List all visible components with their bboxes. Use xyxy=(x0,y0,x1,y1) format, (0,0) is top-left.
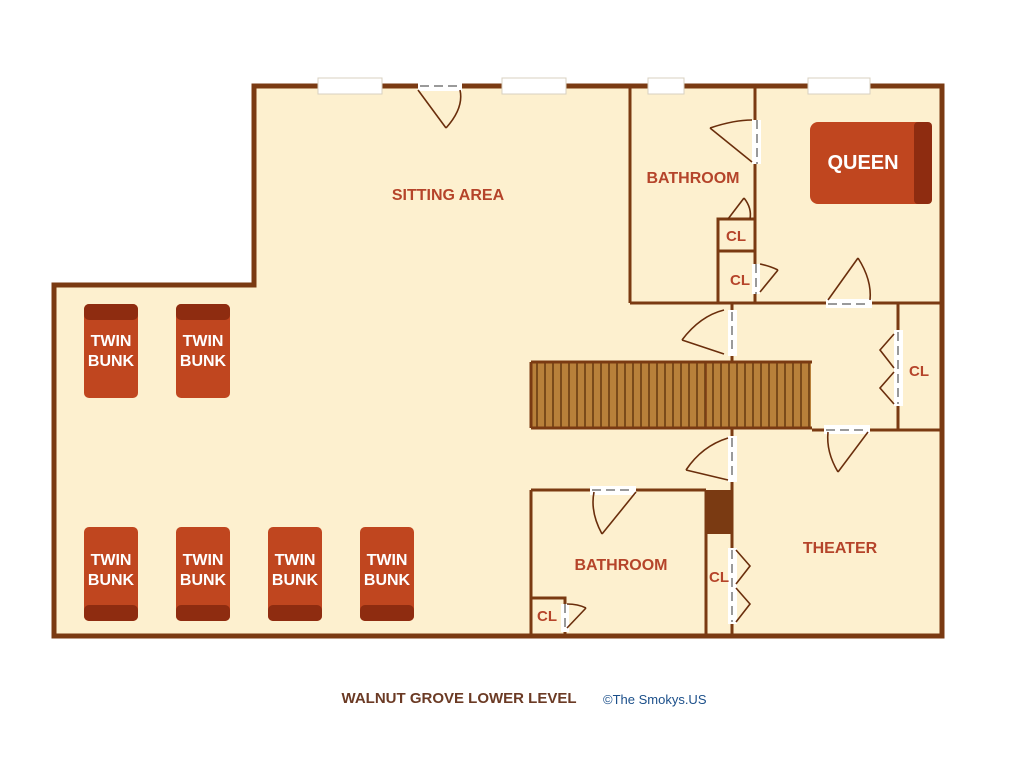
door-right-closet xyxy=(878,330,903,406)
bunk-label-line2: BUNK xyxy=(180,572,227,589)
door-lower-bath-closet xyxy=(561,603,587,632)
closet-label: CL xyxy=(909,363,929,380)
staircase xyxy=(529,360,812,430)
door-hall-upper xyxy=(681,309,737,356)
outer-wall xyxy=(51,83,945,639)
door-queen-closet xyxy=(752,263,779,294)
window xyxy=(317,77,383,95)
twin-bunk-1: TWIN BUNK xyxy=(84,304,138,398)
closet-label: CL xyxy=(726,228,746,245)
bunk-label-line1: TWIN xyxy=(275,552,316,569)
bunk-label-line2: BUNK xyxy=(88,572,135,589)
chimney-block xyxy=(706,490,732,534)
room-label-upper-bathroom: BATHROOM xyxy=(646,170,739,187)
door-lower-bath xyxy=(590,486,637,535)
closet-label: CL xyxy=(730,272,750,289)
door-theater xyxy=(824,425,870,473)
bunk-label-line1: TWIN xyxy=(183,333,224,350)
bunk-label-line2: BUNK xyxy=(272,572,319,589)
closet-label: CL xyxy=(537,608,557,625)
door-upper-bath xyxy=(709,119,761,164)
window xyxy=(501,77,567,95)
bunk-label-line1: TWIN xyxy=(183,552,224,569)
twin-bunk-4: TWIN BUNK xyxy=(176,527,230,621)
twin-bunk-2: TWIN BUNK xyxy=(176,304,230,398)
bunk-label-line2: BUNK xyxy=(364,572,411,589)
floor-plan-title: WALNUT GROVE LOWER LEVEL xyxy=(342,690,577,707)
twin-bunk-6: TWIN BUNK xyxy=(360,527,414,621)
bunk-label-line1: TWIN xyxy=(91,333,132,350)
room-label-sitting-area: SITTING AREA xyxy=(392,187,505,204)
queen-bed: QUEEN xyxy=(810,122,932,204)
room-label-lower-bathroom: BATHROOM xyxy=(574,557,667,574)
room-label-theater: THEATER xyxy=(803,540,878,557)
bunk-label-line2: BUNK xyxy=(88,353,135,370)
window xyxy=(647,77,685,95)
door-hall-closet xyxy=(728,548,752,624)
bunk-label-line1: TWIN xyxy=(367,552,408,569)
closet-label: CL xyxy=(709,569,729,586)
twin-bunk-3: TWIN BUNK xyxy=(84,527,138,621)
bunk-label-line2: BUNK xyxy=(180,353,227,370)
window xyxy=(807,77,871,95)
door-hall-lower xyxy=(685,436,737,482)
door-queen xyxy=(826,257,872,308)
bunk-label-line1: TWIN xyxy=(91,552,132,569)
entry-door xyxy=(417,82,462,129)
queen-bed-label: QUEEN xyxy=(827,152,898,174)
twin-bunk-5: TWIN BUNK xyxy=(268,527,322,621)
copyright-credit: ©The Smokys.US xyxy=(603,692,707,707)
door-upper-closet xyxy=(727,197,752,220)
